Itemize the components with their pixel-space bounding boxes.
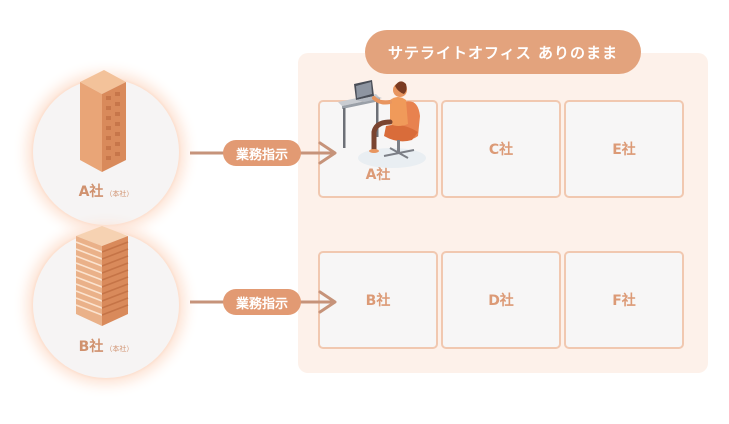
company-a-label: A社（本社） <box>78 184 134 200</box>
building-icon <box>75 226 129 326</box>
cell-b: B社 <box>318 251 438 349</box>
instruction-pill-b: 業務指示 <box>223 289 301 315</box>
office-title: サテライトオフィス ありのまま <box>365 30 641 74</box>
worker-at-desk-icon <box>338 80 426 168</box>
cell-label: E社 <box>612 142 636 158</box>
cell-f: F社 <box>564 251 684 349</box>
building-icon <box>80 70 126 172</box>
cell-e: E社 <box>564 100 684 198</box>
cell-d: D社 <box>441 251 561 349</box>
company-b-label: B社（本社） <box>78 339 134 355</box>
cell-label: D社 <box>488 293 514 309</box>
cell-label: C社 <box>488 142 514 158</box>
instruction-pill-a: 業務指示 <box>223 140 301 166</box>
cell-label: A社 <box>365 167 391 183</box>
cell-c: C社 <box>441 100 561 198</box>
cell-label: F社 <box>612 293 636 309</box>
cell-label: B社 <box>365 293 391 309</box>
